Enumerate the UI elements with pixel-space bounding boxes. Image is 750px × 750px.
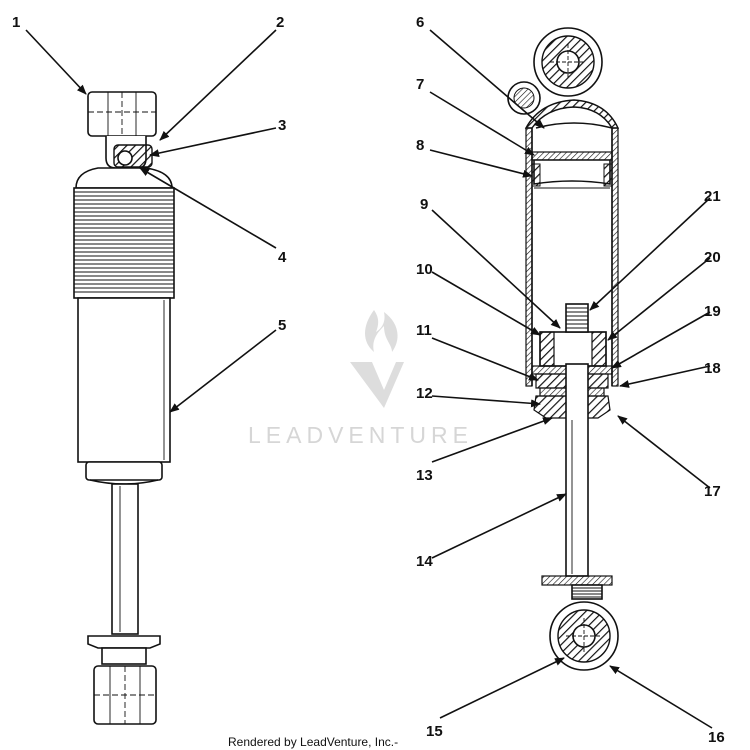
callout-20: 20: [704, 249, 721, 266]
piston-nut: [565, 303, 589, 333]
leader-21: [589, 197, 711, 311]
callout-12: 12: [416, 385, 433, 402]
leader-4: [139, 167, 277, 249]
bottom-spring-seat: [541, 575, 613, 586]
callout-7: 7: [416, 76, 424, 93]
callout-6: 6: [416, 14, 424, 31]
leader-5: [169, 329, 277, 413]
footer-credit: Rendered by LeadVenture, Inc.-: [228, 735, 398, 749]
callout-16: 16: [708, 729, 725, 746]
callout-5: 5: [278, 317, 286, 334]
callout-21: 21: [704, 188, 721, 205]
leadventure-flame-logo-icon: [350, 310, 404, 408]
floating-piston: [533, 159, 611, 185]
callout-10: 10: [416, 261, 433, 278]
leader-20: [607, 257, 711, 341]
cylinder-wall-left: [525, 127, 533, 387]
leader-19: [611, 311, 711, 369]
cylinder-wall-right: [611, 127, 619, 387]
bottom-stud-threads: [572, 587, 602, 598]
leader-2: [159, 29, 277, 141]
watermark-text: LEADVENTURE: [248, 422, 473, 448]
leader-9: [431, 209, 561, 329]
callout-13: 13: [416, 467, 433, 484]
piston-rod-exterior: [111, 483, 139, 635]
leader-3: [149, 127, 277, 158]
piston-nut-threads: [566, 307, 588, 329]
leader-10: [431, 271, 541, 336]
leader-7: [429, 91, 535, 156]
callout-19: 19: [704, 303, 721, 320]
callout-labels: 1 2 3 4 5 6 7 8 9 10 11 12 13 14 15 16 1…: [12, 14, 725, 746]
leader-18: [619, 365, 711, 388]
leader-lines: [25, 29, 713, 729]
shock-exterior-view: [73, 91, 175, 725]
watermark: LEADVENTURE: [248, 310, 473, 448]
callout-4: 4: [278, 249, 287, 266]
lower-collar: [101, 647, 147, 665]
callout-18: 18: [704, 360, 721, 377]
leader-17: [617, 415, 711, 489]
shock-cutaway-view: [507, 27, 620, 671]
callout-15: 15: [426, 723, 443, 740]
callout-11: 11: [416, 322, 432, 339]
callout-9: 9: [420, 196, 428, 213]
floating-piston-top: [531, 151, 613, 161]
callout-8: 8: [416, 137, 424, 154]
leader-6: [429, 29, 545, 129]
leader-13: [431, 417, 553, 463]
leader-12: [431, 395, 541, 408]
leader-8: [429, 149, 533, 178]
callout-17: 17: [704, 483, 721, 500]
callout-1: 1: [12, 14, 20, 31]
leader-11: [431, 337, 539, 381]
leader-16: [609, 665, 713, 729]
callout-14: 14: [416, 553, 433, 570]
body-bottom-rim: [85, 461, 163, 481]
callout-3: 3: [278, 117, 286, 134]
ribbed-sleeve-ribs: [74, 191, 174, 293]
leader-1: [25, 29, 87, 95]
piston-rod-cutaway: [565, 363, 589, 577]
spring-seat-washer: [87, 635, 161, 649]
leader-15: [439, 657, 565, 719]
shock-body: [77, 297, 171, 463]
callout-2: 2: [276, 14, 284, 31]
leader-14: [431, 493, 567, 559]
